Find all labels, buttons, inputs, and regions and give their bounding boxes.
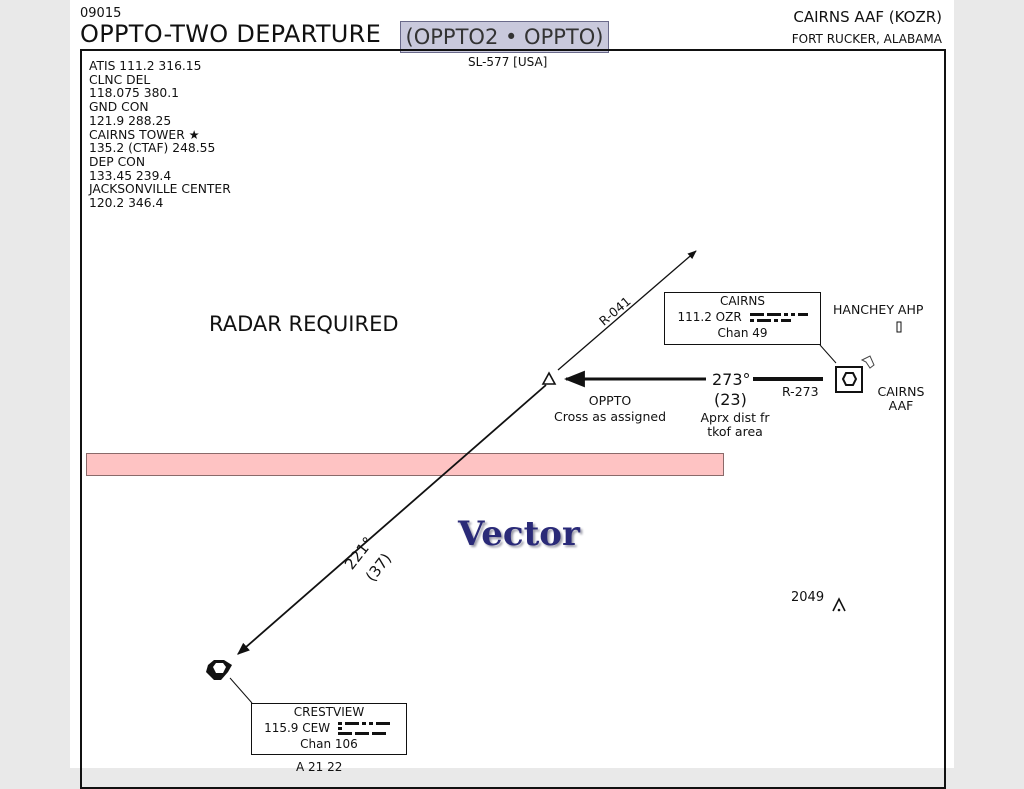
frequency-line: DEP CON bbox=[89, 154, 146, 169]
frequency-line: 135.2 (CTAF) 248.55 bbox=[89, 141, 216, 156]
frequency-line: CLNC DEL bbox=[89, 72, 151, 87]
hanchey-airport-icon bbox=[896, 321, 902, 333]
morse-code-icon bbox=[337, 721, 390, 735]
procedure-title: OPPTO-TWO DEPARTURE bbox=[80, 20, 382, 48]
frequency-line: 118.075 380.1 bbox=[89, 86, 179, 101]
frequency-line: 120.2 346.4 bbox=[89, 196, 164, 211]
crestview-navaid-box[interactable]: CRESTVIEW 115.9 CEW Chan 106 bbox=[251, 703, 407, 755]
sl-number: SL-577 [USA] bbox=[468, 55, 548, 69]
radar-required-note: RADAR REQUIRED bbox=[209, 312, 399, 336]
navaid-channel: Chan 106 bbox=[300, 737, 358, 751]
frequency-list: ATIS 111.2 316.15 CLNC DEL 118.075 380.1… bbox=[89, 59, 231, 211]
cairns-vortac-symbol[interactable] bbox=[835, 366, 863, 393]
radial-041-line bbox=[557, 250, 697, 371]
frequency-line: JACKSONVILLE CENTER bbox=[89, 182, 231, 197]
frequency-line: CAIRNS TOWER ★ bbox=[89, 127, 200, 142]
morse-code-icon bbox=[749, 312, 808, 322]
frequency-line: 133.45 239.4 bbox=[89, 168, 172, 183]
navaid-freq-row: 111.2 OZR bbox=[665, 309, 820, 325]
oppto-fix-triangle[interactable] bbox=[541, 371, 557, 385]
airport-location: FORT RUCKER, ALABAMA bbox=[791, 32, 942, 46]
frequency-line: GND CON bbox=[89, 100, 149, 115]
procedure-code-highlight[interactable]: (OPPTO2 • OPPTO) bbox=[400, 21, 609, 53]
navaid-freq-ident: 115.9 CEW bbox=[264, 721, 331, 735]
navaid-freq-ident: 111.2 OZR bbox=[677, 310, 742, 324]
cairns-leader-line bbox=[819, 344, 837, 364]
airport-name: CAIRNS AAF (KOZR) bbox=[793, 8, 942, 26]
frequency-line: ATIS 111.2 316.15 bbox=[89, 59, 202, 73]
route-map bbox=[206, 250, 902, 704]
navaid-name: CAIRNS bbox=[719, 294, 766, 308]
obstacle-icon bbox=[832, 597, 846, 612]
highlight-band[interactable] bbox=[86, 453, 724, 476]
course-221-line bbox=[237, 384, 547, 655]
navaid-channel: Chan 49 bbox=[717, 326, 768, 340]
navaid-freq-row: 115.9 CEW bbox=[252, 720, 406, 736]
crestview-leader-line bbox=[229, 677, 253, 704]
cairns-airport-icon bbox=[860, 355, 875, 369]
vector-label[interactable]: Vector bbox=[458, 514, 580, 554]
frequency-line: 121.9 288.25 bbox=[89, 113, 172, 128]
crestview-vortac-symbol[interactable] bbox=[206, 660, 232, 680]
cairns-navaid-box[interactable]: CAIRNS 111.2 OZR Chan 49 bbox=[664, 292, 821, 345]
navaid-name: CRESTVIEW bbox=[293, 705, 365, 719]
chart-number: 09015 bbox=[80, 6, 122, 21]
chart-sheet bbox=[70, 0, 954, 768]
